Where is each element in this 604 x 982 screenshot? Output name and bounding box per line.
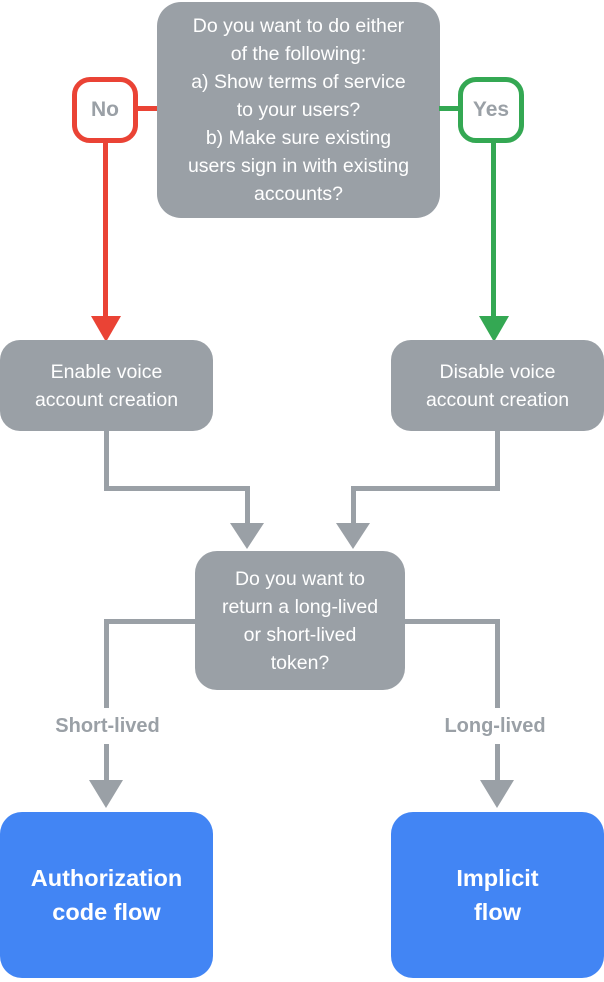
- merge-left-horizontal: [104, 486, 250, 491]
- no-badge-label: No: [91, 98, 119, 121]
- long-lived-edge-label-text: Long-lived: [444, 714, 546, 737]
- yes-arrowhead-down-icon: [479, 316, 509, 342]
- merge-left-arrowhead-down-icon: [230, 523, 264, 549]
- short-lived-connector-vertical: [104, 619, 109, 780]
- node-enable-voice-text: Enable voice account creation: [34, 360, 179, 411]
- node-question-token-lifetime-text: Do you want to return a long-lived or sh…: [221, 567, 379, 674]
- no-connector-horizontal: [137, 106, 157, 111]
- node-disable-voice-text: Disable voice account creation: [425, 360, 570, 411]
- short-lived-edge-label: Short-lived: [23, 708, 192, 744]
- node-question-service-terms-text: Do you want to do either of the followin…: [187, 15, 410, 205]
- long-lived-connector-horizontal: [405, 619, 500, 624]
- node-question-service-terms: Do you want to do either of the followin…: [157, 2, 440, 218]
- short-lived-edge-label-text: Short-lived: [55, 714, 160, 737]
- merge-left-vertical-bottom: [245, 486, 250, 523]
- node-question-token-lifetime: Do you want to return a long-lived or sh…: [195, 551, 405, 690]
- long-lived-arrowhead-down-icon: [480, 780, 514, 808]
- merge-right-horizontal: [351, 486, 500, 491]
- no-connector-vertical: [103, 141, 108, 318]
- long-lived-edge-label: Long-lived: [410, 708, 580, 744]
- node-disable-voice-account-creation: Disable voice account creation: [391, 340, 604, 431]
- yes-connector-horizontal: [439, 106, 458, 111]
- yes-badge-label: Yes: [472, 98, 510, 121]
- yes-connector-vertical: [491, 141, 496, 318]
- yes-badge: Yes: [458, 77, 524, 143]
- no-badge: No: [72, 77, 138, 143]
- merge-right-vertical-top: [495, 430, 500, 491]
- node-implicit-flow: Implicit flow: [391, 812, 604, 978]
- merge-right-arrowhead-down-icon: [336, 523, 370, 549]
- node-authorization-code-flow-text: Authorization code flow: [30, 865, 183, 925]
- short-lived-arrowhead-down-icon: [89, 780, 123, 808]
- long-lived-connector-vertical: [495, 619, 500, 780]
- short-lived-connector-horizontal: [104, 619, 195, 624]
- no-arrowhead-down-icon: [91, 316, 121, 342]
- node-enable-voice-account-creation: Enable voice account creation: [0, 340, 213, 431]
- node-implicit-flow-text: Implicit flow: [456, 865, 539, 925]
- node-authorization-code-flow: Authorization code flow: [0, 812, 213, 978]
- merge-left-vertical-top: [104, 430, 109, 491]
- merge-right-vertical-bottom: [351, 486, 356, 523]
